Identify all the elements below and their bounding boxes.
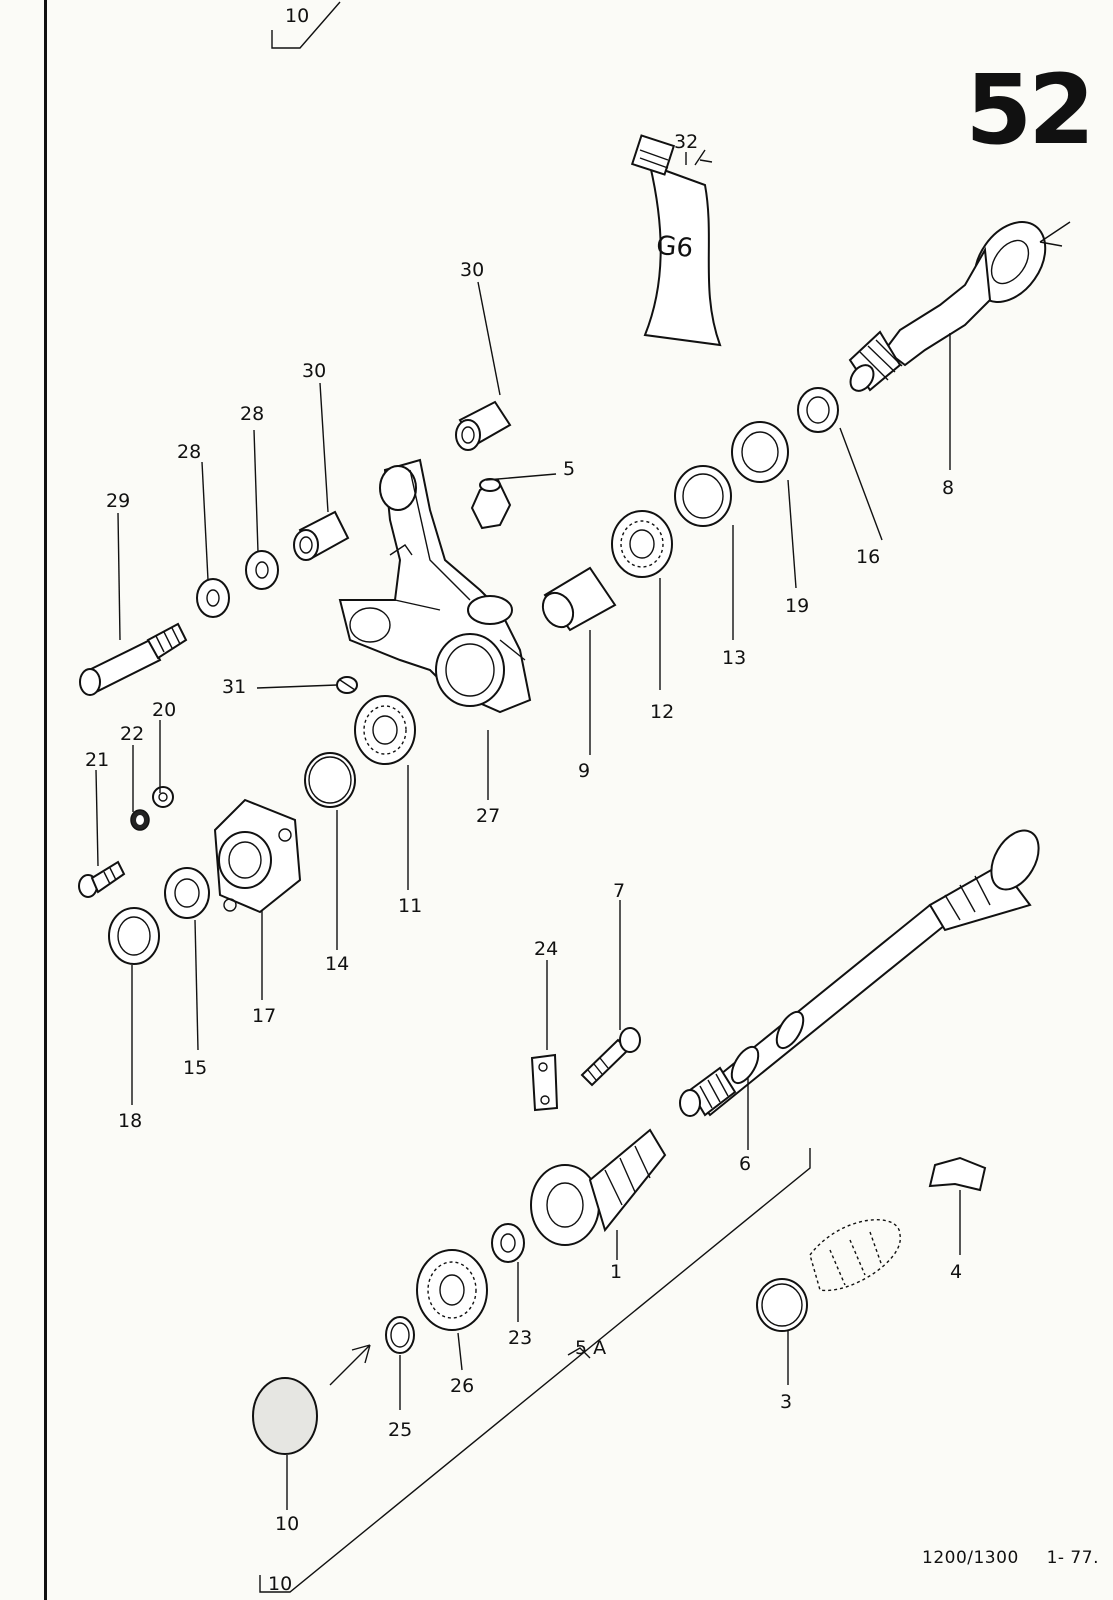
label-19: 19 <box>785 595 809 617</box>
label-28-a: 28 <box>240 403 264 425</box>
part-18-ring <box>108 907 160 965</box>
label-17: 17 <box>252 1005 276 1027</box>
part-29-pivot-bolt <box>79 622 188 696</box>
tube-label: G6 <box>655 231 694 264</box>
binder-edge <box>44 0 47 1600</box>
label-1: 1 <box>610 1261 622 1283</box>
label-6: 6 <box>739 1153 751 1175</box>
label-15: 15 <box>183 1057 207 1079</box>
part-21-bolt <box>78 860 126 898</box>
part-22-spring-washer <box>130 809 150 831</box>
part-10-cap <box>252 1344 371 1455</box>
part-25-circlip <box>385 1316 415 1354</box>
bracket-top <box>271 1 341 49</box>
label-10-top: 10 <box>285 5 309 27</box>
part-31-nipple <box>336 676 358 694</box>
part-8-flange-shaft <box>848 221 1071 392</box>
part-28-washer-a <box>245 550 279 590</box>
label-11: 11 <box>398 895 422 917</box>
label-18: 18 <box>118 1110 142 1132</box>
part-15-seal <box>164 867 210 919</box>
part-30-bushing-upper <box>455 400 512 451</box>
part-26-cv-joint <box>416 1249 488 1331</box>
label-14: 14 <box>325 953 349 975</box>
label-32: 32 <box>674 131 698 153</box>
label-5: 5 <box>563 458 575 480</box>
label-10-bottom: 10 <box>268 1573 292 1595</box>
label-28-b: 28 <box>177 441 201 463</box>
label-8: 8 <box>942 477 954 499</box>
part-28-washer-b <box>196 578 230 618</box>
part-3-hose-clamp <box>756 1219 901 1332</box>
part-30-bushing-lower <box>293 510 350 561</box>
part-11-bearing <box>354 695 416 765</box>
part-5-nipple <box>470 478 512 530</box>
footer-date: 1- 77. <box>1046 1548 1099 1568</box>
part-27-trailing-arm <box>338 458 532 714</box>
label-27: 27 <box>476 805 500 827</box>
part-9-sleeve <box>541 566 617 632</box>
label-4: 4 <box>950 1261 962 1283</box>
part-20-washer <box>152 786 174 808</box>
footer-model: 1200/1300 <box>922 1548 1019 1568</box>
label-5a: 5 A <box>575 1337 606 1359</box>
label-21: 21 <box>85 749 109 771</box>
label-22: 22 <box>120 723 144 745</box>
label-25: 25 <box>388 1419 412 1441</box>
part-32-grease-tube: G6 <box>630 134 722 347</box>
label-7: 7 <box>613 880 625 902</box>
label-31: 31 <box>222 676 246 698</box>
part-23-washer <box>491 1223 525 1263</box>
label-9: 9 <box>578 760 590 782</box>
part-7-bolt <box>580 1027 641 1087</box>
footer-reference: 1200/1300 1- 77. <box>922 1548 1099 1568</box>
part-14-o-ring <box>304 752 356 808</box>
part-6-drive-shaft <box>679 829 1040 1117</box>
leader-lines <box>95 152 961 1510</box>
part-19-seal <box>731 421 789 483</box>
page-number: 52 <box>965 54 1095 166</box>
label-24: 24 <box>534 938 558 960</box>
label-12: 12 <box>650 701 674 723</box>
label-16: 16 <box>856 546 880 568</box>
label-10-cap: 10 <box>275 1513 299 1535</box>
label-3: 3 <box>780 1391 792 1413</box>
part-1-cv-boot <box>530 1128 667 1246</box>
part-12-bearing <box>611 510 673 578</box>
part-13-circlip <box>674 465 732 527</box>
part-labels: 10 32 30 30 28 28 29 5 8 16 19 13 12 9 3… <box>85 5 962 1595</box>
label-30-upper: 30 <box>460 259 484 281</box>
label-13: 13 <box>722 647 746 669</box>
part-24-lock-plate <box>530 1053 559 1112</box>
label-23: 23 <box>508 1327 532 1349</box>
part-17-housing <box>213 798 302 914</box>
part-4-clamp <box>928 1156 987 1192</box>
label-26: 26 <box>450 1375 474 1397</box>
label-20: 20 <box>152 699 176 721</box>
part-16-spacer <box>797 387 839 433</box>
assembly-bracket-5a <box>259 1148 811 1593</box>
label-30-lower: 30 <box>302 360 326 382</box>
label-29: 29 <box>106 490 130 512</box>
